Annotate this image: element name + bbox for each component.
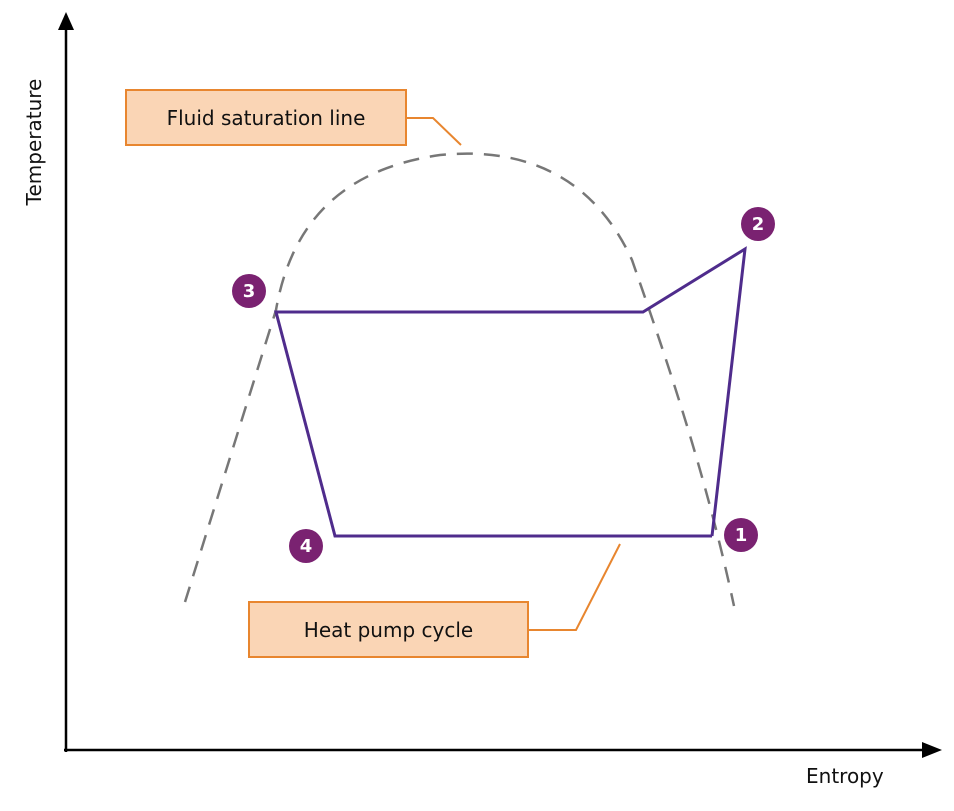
point-4-marker: 4 bbox=[289, 529, 323, 563]
y-axis-label: Temperature bbox=[22, 78, 46, 206]
point-2-marker: 2 bbox=[741, 207, 775, 241]
heat-pump-callout-leader bbox=[529, 543, 621, 631]
point-1-marker: 1 bbox=[724, 518, 758, 552]
point-3-marker: 3 bbox=[232, 274, 266, 308]
y-axis-arrow bbox=[58, 12, 74, 30]
saturation-callout-leader bbox=[407, 117, 462, 146]
saturation-line-callout: Fluid saturation line bbox=[125, 89, 407, 146]
x-axis-label: Entropy bbox=[806, 764, 884, 788]
x-axis-arrow bbox=[922, 742, 942, 758]
heat-pump-cycle-path bbox=[274, 246, 747, 538]
heat-pump-cycle-callout: Heat pump cycle bbox=[248, 601, 529, 658]
saturation-dome-curve bbox=[183, 152, 736, 607]
